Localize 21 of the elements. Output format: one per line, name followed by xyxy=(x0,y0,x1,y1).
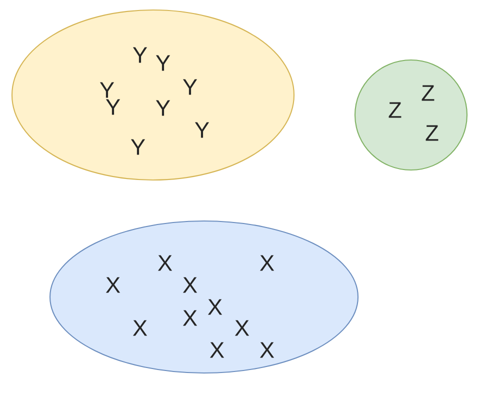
letter: Y xyxy=(182,79,198,95)
letter: Y xyxy=(106,99,120,115)
letter: Y xyxy=(132,47,148,63)
letter: Y xyxy=(156,100,170,116)
letter: X xyxy=(260,342,274,358)
letter: Y xyxy=(100,82,114,98)
letter: X xyxy=(234,320,250,336)
letter: X xyxy=(132,320,148,336)
letter: X xyxy=(106,277,120,293)
letter: Y xyxy=(194,122,210,138)
letter: X xyxy=(210,342,224,358)
letter: X xyxy=(182,277,198,293)
letter: Z xyxy=(426,125,438,141)
letter: X xyxy=(158,255,172,271)
letter: Y xyxy=(130,139,146,155)
letter: X xyxy=(260,255,274,271)
letter: Y xyxy=(156,55,170,71)
letter: X xyxy=(182,310,198,326)
letter: Z xyxy=(422,85,434,101)
letter: Z xyxy=(388,102,402,118)
letter: X xyxy=(208,299,222,315)
